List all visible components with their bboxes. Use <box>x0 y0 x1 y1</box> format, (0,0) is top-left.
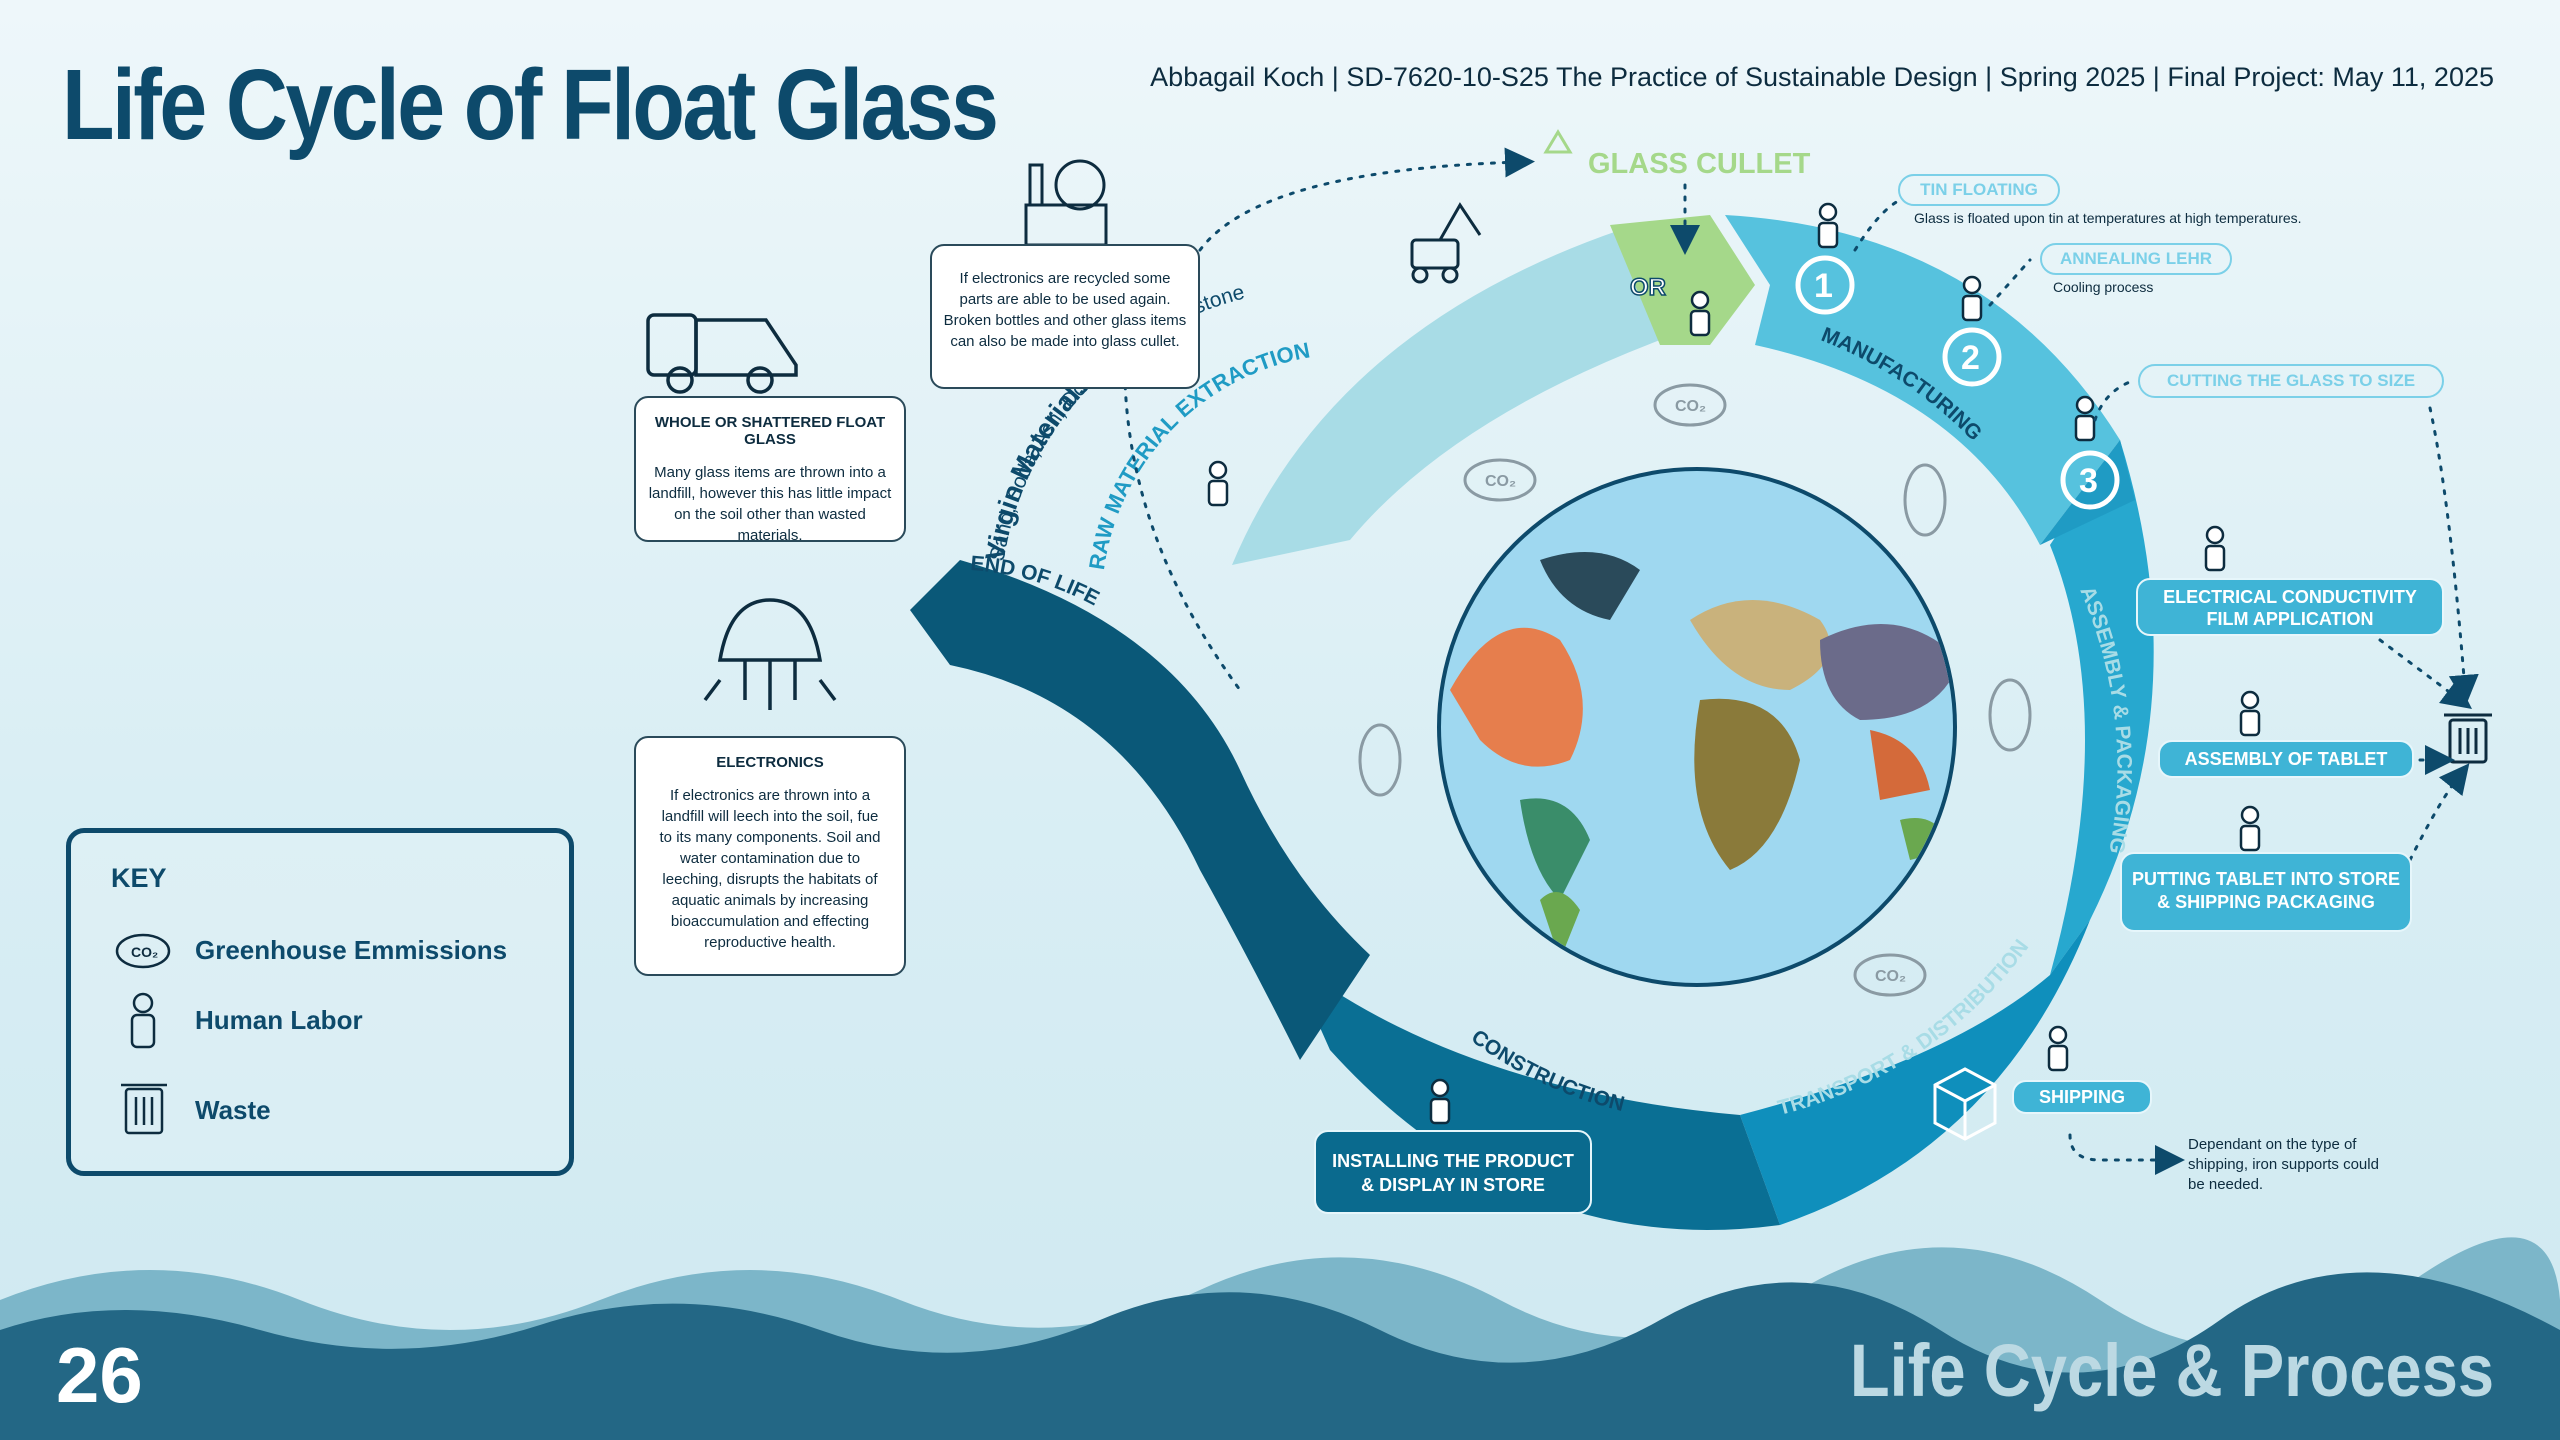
key-title: KEY <box>111 863 167 893</box>
electronics-card-text: If electronics are thrown into a landfil… <box>659 787 881 951</box>
electronics-card-title: ELECTRONICS <box>716 754 824 771</box>
trash-can-icon <box>2444 713 2492 764</box>
key-labor: Human Labor <box>195 1005 363 1035</box>
step-3: 3 <box>2079 462 2098 500</box>
step-circles <box>1795 255 2120 510</box>
assembly-tablet-label: ASSEMBLY OF TABLET <box>2158 740 2414 778</box>
step-1: 1 <box>1814 267 1833 305</box>
tin-floating-label: TIN FLOATING <box>1898 174 2060 206</box>
recycle-card-text: If electronics are recycled some parts a… <box>943 270 1187 350</box>
worker-icon <box>130 992 156 1049</box>
end-of-life-band <box>910 560 1370 1060</box>
box-icon <box>1933 1067 1997 1141</box>
garbage-truck-icon <box>646 313 798 394</box>
or-label: OR <box>1630 274 1666 301</box>
tin-floating-desc: Glass is floated upon tin at temperature… <box>1914 210 2302 226</box>
shipping-note: Dependant on the type of shipping, iron … <box>2188 1136 2379 1193</box>
construction-band <box>1290 960 1780 1230</box>
electronics-card: ELECTRONICS If electronics are thrown in… <box>634 736 906 976</box>
wave-front <box>0 1272 2560 1440</box>
glass-cullet-label: GLASS CULLET <box>1588 148 1811 180</box>
transport-band <box>1740 920 2090 1225</box>
excavator-icon <box>1410 202 1482 284</box>
manufacturing-band <box>1725 215 2120 545</box>
recycle-icon <box>1543 129 1573 154</box>
key-greenhouse: Greenhouse Emmissions <box>195 935 508 965</box>
worker-icon <box>1207 202 2261 1125</box>
page-number: 26 <box>56 1331 143 1419</box>
cullet-arrow <box>1610 215 1755 345</box>
step-2: 2 <box>1961 339 1980 377</box>
dotted-connectors <box>1123 147 2479 1175</box>
page-title: Life Cycle of Float Glass <box>62 49 999 161</box>
section-title: Life Cycle & Process <box>1849 1329 2494 1412</box>
key-waste: Waste <box>195 1095 271 1125</box>
factory-recycle-icon <box>1024 159 1108 247</box>
annealing-desc: Cooling process <box>2053 279 2154 295</box>
annealing-label: ANNEALING LEHR <box>2040 243 2232 275</box>
header-meta: Abbagail Koch | SD-7620-10-S25 The Pract… <box>1150 62 2494 92</box>
co2-icon: CO₂ <box>115 933 171 969</box>
co2-icon <box>1358 383 2032 997</box>
landfill-card: WHOLE OR SHATTERED FLOAT GLASS Many glas… <box>634 396 906 544</box>
svg-text:CO₂: CO₂ <box>131 944 158 960</box>
svg-text:CO₂: CO₂ <box>1485 473 1516 490</box>
trash-can-icon <box>121 1083 167 1135</box>
putting-tablet-label: PUTTING TABLET INTO STORE & SHIPPING PAC… <box>2120 852 2412 932</box>
landfill-card-text: Many glass items are thrown into a landf… <box>648 464 892 544</box>
landfill-leech-icon <box>703 598 837 710</box>
film-label: ELECTRICAL CONDUCTIVITY FILM APPLICATION <box>2136 578 2444 636</box>
svg-text:CO₂: CO₂ <box>1875 968 1906 985</box>
landfill-card-title: WHOLE OR SHATTERED FLOAT GLASS <box>654 414 886 448</box>
globe-land <box>1450 552 1953 960</box>
raw-material-band <box>1232 230 1660 565</box>
recycle-card: If electronics are recycled some parts a… <box>930 244 1200 389</box>
key-legend: KEY CO₂ Greenhouse Emmissions Human Labo… <box>66 828 574 1176</box>
shipping-label: SHIPPING <box>2012 1080 2152 1114</box>
cutting-label: CUTTING THE GLASS TO SIZE <box>2138 364 2444 398</box>
assembly-band <box>2050 440 2154 975</box>
installing-label: INSTALLING THE PRODUCT & DISPLAY IN STOR… <box>1314 1130 1592 1214</box>
svg-text:CO₂: CO₂ <box>1675 398 1706 415</box>
